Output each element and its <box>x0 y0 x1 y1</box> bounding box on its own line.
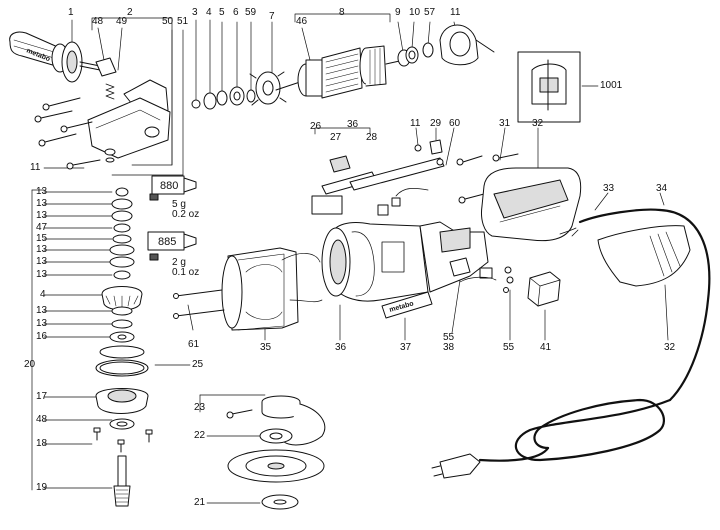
label-35: 35 <box>260 342 272 353</box>
bearing-flange <box>95 388 149 430</box>
label-32: 32 <box>664 342 676 353</box>
label-1001: 1001 <box>600 80 623 91</box>
label-41: 41 <box>540 342 552 353</box>
inset-box <box>517 51 581 123</box>
label-49: 50 <box>162 16 174 27</box>
label-32-top: 32 <box>532 118 544 129</box>
label-9: 9 <box>395 7 401 18</box>
label-43: 46 <box>296 16 308 27</box>
gasket-rings <box>95 345 149 377</box>
label-45: 47 <box>36 222 48 233</box>
tube-885-amount-oz: 0.1 oz <box>172 267 200 278</box>
gear-stack <box>101 187 143 343</box>
label-57: 57 <box>424 7 436 18</box>
label-18: 18 <box>36 438 48 449</box>
label-27: 27 <box>330 132 342 143</box>
label-47: 48 <box>92 16 104 27</box>
rear-parts <box>397 24 495 67</box>
wheel-parts <box>227 428 325 510</box>
label-38: 38 <box>443 342 455 353</box>
label-48: 49 <box>116 16 128 27</box>
screws-left <box>34 97 115 170</box>
label-29: 29 <box>430 118 442 129</box>
leader-lines <box>31 13 669 504</box>
label-15: 15 <box>36 233 48 244</box>
capacitor <box>527 271 561 307</box>
label-1: 1 <box>68 7 74 18</box>
switch-parts <box>311 139 445 216</box>
stator <box>173 247 323 331</box>
label-5: 5 <box>219 7 225 18</box>
tube-880-amount-oz: 0.2 oz <box>172 209 200 220</box>
label-3: 3 <box>192 7 198 18</box>
grease-tubes <box>147 175 197 261</box>
label-8: 8 <box>339 7 345 18</box>
label-36-top: 36 <box>347 119 359 130</box>
wheel-guard <box>226 395 326 446</box>
label-4: 4 <box>40 289 46 300</box>
label-60: 60 <box>449 118 461 129</box>
tube-880-label: 880 <box>160 180 179 192</box>
label-37: 37 <box>400 342 412 353</box>
label-61: 61 <box>188 339 200 350</box>
label-51: 55 <box>443 332 455 343</box>
motor-housing <box>321 221 514 302</box>
label-21: 21 <box>194 497 206 508</box>
gear-cover <box>87 79 171 159</box>
tube-885-amount: 2 g <box>172 257 186 268</box>
label-13-g: 13 <box>36 305 48 316</box>
label-36: 36 <box>335 342 347 353</box>
label-26: 26 <box>310 121 322 132</box>
label-20: 20 <box>24 359 36 370</box>
label-16: 16 <box>36 331 48 342</box>
rear-housing <box>481 167 582 242</box>
label-23: 23 <box>194 402 206 413</box>
label-28: 28 <box>366 132 378 143</box>
armature <box>275 45 405 99</box>
label-12-mid: 11 <box>410 118 421 129</box>
label-13-d: 13 <box>36 244 48 255</box>
label-13-a: 13 <box>36 186 48 197</box>
flange-screws <box>93 427 153 453</box>
label-13-c: 13 <box>36 210 48 221</box>
screws-middle <box>456 153 519 204</box>
misc-small-parts <box>459 276 509 293</box>
label-17: 17 <box>36 391 48 402</box>
label-13-b: 13 <box>36 198 48 209</box>
cable-guard <box>597 225 691 287</box>
label-25: 25 <box>192 359 204 370</box>
label-59: 59 <box>245 7 257 18</box>
label-31: 31 <box>499 118 511 129</box>
lever-parts <box>95 57 117 100</box>
label-4-top: 4 <box>206 7 212 18</box>
label-13-h: 13 <box>36 318 48 329</box>
label-7: 7 <box>269 11 275 22</box>
label-34: 34 <box>656 183 668 194</box>
tube-880-amount: 5 g <box>172 199 186 210</box>
label-13-f: 13 <box>36 269 48 280</box>
label-19: 19 <box>36 482 48 493</box>
shaft-parts <box>191 71 287 110</box>
label-11: 11 <box>450 7 461 18</box>
label-46: 48 <box>36 414 48 425</box>
spindle <box>113 455 131 507</box>
label-13-e: 13 <box>36 256 48 267</box>
logo-plate-shape <box>381 291 433 319</box>
label-12-left: 11 <box>30 162 41 173</box>
label-2: 2 <box>127 7 133 18</box>
label-55: 55 <box>503 342 515 353</box>
label-50: 51 <box>177 16 189 27</box>
label-33: 33 <box>603 183 615 194</box>
label-10: 10 <box>409 7 421 18</box>
side-handle <box>9 31 101 83</box>
cable <box>431 208 711 479</box>
label-22: 22 <box>194 430 206 441</box>
label-6: 6 <box>233 7 239 18</box>
tube-885-label: 885 <box>158 236 177 248</box>
